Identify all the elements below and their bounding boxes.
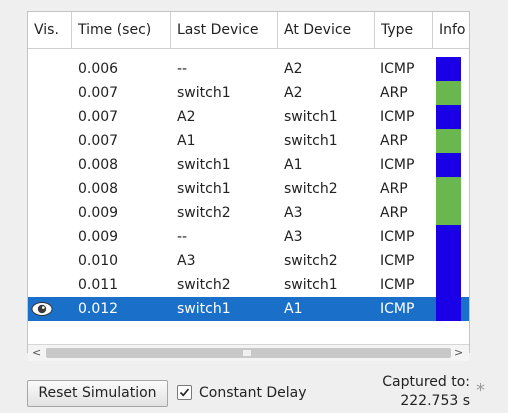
table-row[interactable]: 0.007 A1 switch1 ARP [28, 129, 461, 153]
info-color-swatch [436, 57, 461, 81]
last-device-cell: A3 [177, 253, 196, 269]
time-cell: 0.007 [78, 133, 119, 149]
time-cell: 0.010 [78, 253, 119, 269]
horizontal-scrollbar[interactable]: < > [28, 344, 469, 361]
last-device-cell: switch1 [177, 85, 231, 101]
table-row[interactable]: 0.011 switch2 switch1 ICMP [28, 273, 461, 297]
time-cell: 0.011 [78, 277, 119, 293]
info-color-swatch [436, 249, 461, 273]
at-device-cell: A3 [284, 229, 303, 245]
type-cell: ARP [380, 205, 408, 221]
horizontal-scroll-thumb[interactable] [46, 348, 451, 358]
time-cell: 0.008 [78, 181, 119, 197]
last-device-cell: -- [177, 229, 188, 245]
info-color-swatch [436, 297, 461, 321]
info-color-swatch [436, 201, 461, 225]
at-device-cell: A1 [284, 157, 303, 173]
at-device-cell: A2 [284, 61, 303, 77]
at-device-cell: switch2 [284, 181, 338, 197]
last-device-cell: -- [177, 61, 188, 77]
info-color-swatch [436, 81, 461, 105]
checkmark-icon [179, 388, 190, 397]
last-device-cell: switch1 [177, 301, 231, 317]
at-device-cell: switch1 [284, 133, 338, 149]
last-device-cell: switch2 [177, 277, 231, 293]
vertical-scrollbar-track[interactable]: ⌃⌄ [469, 12, 470, 344]
constant-delay-checkbox[interactable] [177, 385, 192, 400]
at-device-cell: switch1 [284, 109, 338, 125]
type-cell: ICMP [380, 253, 415, 269]
type-cell: ICMP [380, 229, 415, 245]
last-device-cell: A1 [177, 133, 196, 149]
time-cell: 0.006 [78, 61, 119, 77]
at-device-cell: A2 [284, 85, 303, 101]
captured-to-value: 222.753 s [400, 393, 470, 409]
at-device-cell: switch2 [284, 253, 338, 269]
time-cell: 0.009 [78, 229, 119, 245]
table-row[interactable]: 0.007 switch1 A2 ARP [28, 81, 461, 105]
at-device-cell: switch1 [284, 277, 338, 293]
time-cell: 0.007 [78, 85, 119, 101]
at-device-cell: A1 [284, 301, 303, 317]
table-row[interactable]: 0.007 A2 switch1 ICMP [28, 105, 461, 129]
time-cell: 0.007 [78, 109, 119, 125]
type-cell: ARP [380, 181, 408, 197]
event-list-table: Vis. Time (sec) Last Device At Device Ty… [27, 11, 470, 353]
type-cell: ARP [380, 85, 408, 101]
time-cell: 0.012 [78, 301, 119, 317]
info-color-swatch [436, 177, 461, 201]
captured-to-label: Captured to: [382, 374, 470, 390]
table-header: Vis. Time (sec) Last Device At Device Ty… [28, 12, 469, 49]
column-header-type[interactable]: Type [375, 12, 433, 48]
reset-simulation-button[interactable]: Reset Simulation [27, 380, 168, 407]
eye-icon[interactable] [31, 301, 53, 317]
asterisk-icon: * [476, 380, 485, 401]
table-row[interactable]: 0.008 switch1 A1 ICMP [28, 153, 461, 177]
column-header-vis[interactable]: Vis. [28, 12, 72, 48]
last-device-cell: A2 [177, 109, 196, 125]
info-color-swatch [436, 225, 461, 249]
column-header-time[interactable]: Time (sec) [72, 12, 171, 48]
time-cell: 0.008 [78, 157, 119, 173]
column-header-last-device[interactable]: Last Device [171, 12, 278, 48]
last-device-cell: switch1 [177, 157, 231, 173]
at-device-cell: A3 [284, 205, 303, 221]
last-device-cell: switch2 [177, 205, 231, 221]
type-cell: ICMP [380, 61, 415, 77]
table-row[interactable]: 0.010 A3 switch2 ICMP [28, 249, 461, 273]
type-cell: ICMP [380, 301, 415, 317]
table-row[interactable]: 0.009 switch2 A3 ARP [28, 201, 461, 225]
constant-delay-label: Constant Delay [199, 385, 307, 401]
type-cell: ICMP [380, 277, 415, 293]
info-color-swatch [436, 105, 461, 129]
time-cell: 0.009 [78, 205, 119, 221]
info-color-swatch [436, 273, 461, 297]
type-cell: ICMP [380, 157, 415, 173]
table-row[interactable]: 0.009 -- A3 ICMP [28, 225, 461, 249]
type-cell: ARP [380, 133, 408, 149]
table-row[interactable]: 0.008 switch1 switch2 ARP [28, 177, 461, 201]
column-header-at-device[interactable]: At Device [278, 12, 375, 48]
info-color-swatch [436, 153, 461, 177]
column-header-info[interactable]: Info [439, 22, 466, 38]
info-color-swatch [436, 129, 461, 153]
table-row[interactable]: 0.012 switch1 A1 ICMP [28, 297, 469, 321]
scroll-right-arrow-icon[interactable]: > [454, 346, 464, 359]
scroll-left-arrow-icon[interactable]: < [32, 346, 42, 359]
type-cell: ICMP [380, 109, 415, 125]
last-device-cell: switch1 [177, 181, 231, 197]
table-row[interactable]: 0.006 -- A2 ICMP [28, 57, 461, 81]
